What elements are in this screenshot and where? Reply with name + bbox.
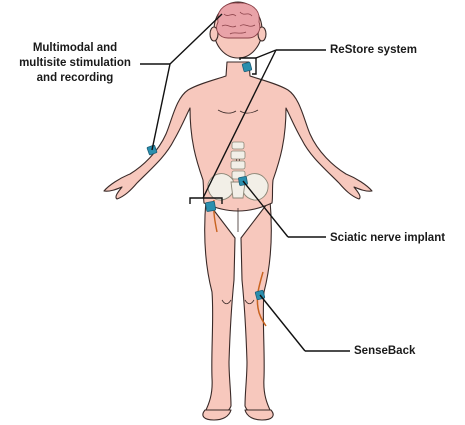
label-restore-system: ReStore system	[330, 43, 417, 58]
implant-icon	[242, 62, 252, 72]
brain-icon	[217, 3, 260, 38]
label-multimodal-line3: and recording	[6, 71, 144, 86]
implant-icon	[205, 201, 215, 211]
label-multimodal-line2: multisite stimulation	[6, 56, 144, 71]
label-multimodal-line1: Multimodal and	[6, 41, 144, 56]
label-multimodal-stimulation: Multimodal and multisite stimulation and…	[6, 41, 144, 86]
label-senseback: SenseBack	[354, 344, 415, 359]
label-sciatic-nerve-implant: Sciatic nerve implant	[330, 231, 445, 246]
